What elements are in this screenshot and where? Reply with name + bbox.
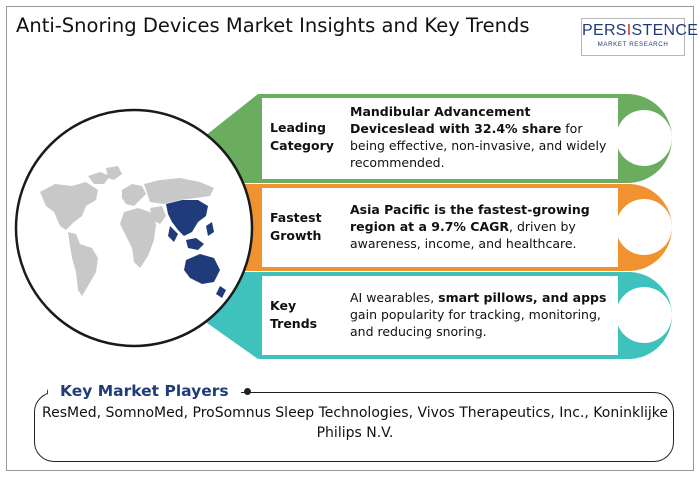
orange-circle-marker (616, 199, 672, 255)
insight-label-leading-category: Leading Category (270, 120, 334, 153)
green-circle-marker (616, 110, 672, 166)
insight-text-key-trends: AI wearables, smart pillows, and apps ga… (350, 290, 607, 339)
players-box (34, 392, 674, 462)
players-title: Key Market Players (48, 380, 241, 402)
insight-text-leading-category: Mandibular Advancement Deviceslead with … (350, 104, 607, 170)
asia-pacific-highlight (166, 200, 226, 298)
world-map-icon (40, 166, 214, 296)
page-title: Anti-Snoring Devices Market Insights and… (16, 14, 530, 37)
insight-card-leading-category (262, 98, 618, 179)
players-list: ResMed, SomnoMed, ProSomnus Sleep Techno… (42, 405, 668, 441)
insight-card-key-trends (262, 276, 618, 355)
persistence-logo: PERSISTENCE MARKET RESEARCH (581, 18, 699, 56)
page-frame (6, 6, 694, 471)
teal-circle-marker (616, 287, 672, 343)
insight-text-fastest-growth: Asia Pacific is the fastest-growing regi… (350, 202, 590, 251)
insight-label-fastest-growth: Fastest Growth (270, 210, 322, 243)
logo-tagline: MARKET RESEARCH (597, 41, 669, 48)
insight-card-fastest-growth (262, 188, 618, 267)
logo-wordmark: PERSISTENCE (582, 22, 699, 39)
players-title-dot-right (244, 388, 251, 395)
insight-label-key-trends: Key Trends (270, 298, 318, 331)
